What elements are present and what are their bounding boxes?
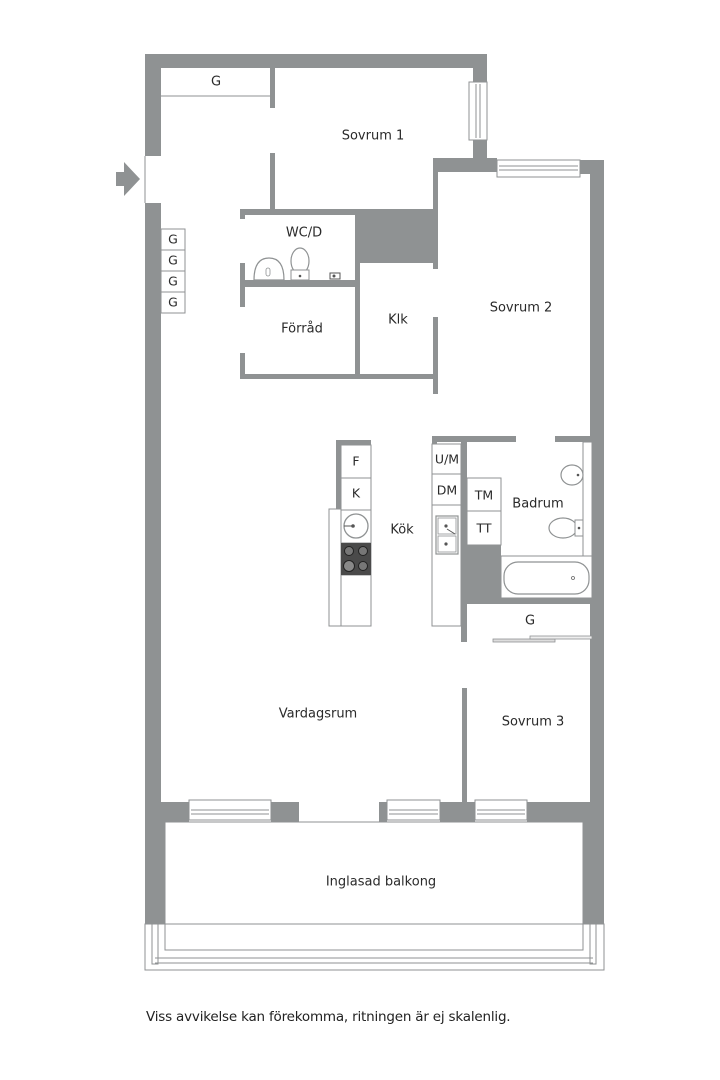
laundry-units <box>466 477 502 546</box>
label-washer-dryer: U/M <box>435 452 459 467</box>
label-freezer: K <box>352 486 361 501</box>
label-vardagsrum: Vardagsrum <box>279 707 357 722</box>
label-kok: Kök <box>390 523 414 538</box>
label-sovrum3-closet: G <box>525 614 535 629</box>
label-balkong: Inglasad balkong <box>326 875 436 890</box>
interior-walls <box>161 68 595 802</box>
windows <box>188 81 581 821</box>
bathtub-icon <box>500 555 593 599</box>
label-fridge: F <box>352 454 359 469</box>
label-washing-machine: TM <box>474 488 493 503</box>
double-sink-icon <box>435 515 459 555</box>
label-closet-3: G <box>168 274 178 289</box>
sovrum3-closet-doors <box>492 635 593 643</box>
arrow-right-icon <box>116 162 140 196</box>
label-closet-2: G <box>168 253 178 268</box>
label-closet-1: G <box>168 232 178 247</box>
label-badrum: Badrum <box>512 497 563 512</box>
balcony <box>144 821 605 971</box>
label-sovrum-3: Sovrum 3 <box>502 715 565 730</box>
label-klk: Klk <box>388 313 408 328</box>
disclaimer-text: Viss avvikelse kan förekomma, ritningen … <box>146 1009 511 1025</box>
label-forrad: Förråd <box>281 322 323 337</box>
label-closet-4: G <box>168 295 178 310</box>
label-dishwasher: DM <box>437 483 457 498</box>
label-wc-d: WC/D <box>286 226 322 241</box>
bathroom-toilet-icon <box>548 517 584 539</box>
bathroom-sink-icon <box>560 464 584 486</box>
label-tumble-dryer: TT <box>475 521 491 536</box>
label-sovrum-1: Sovrum 1 <box>342 129 405 144</box>
stove-icon <box>341 543 371 575</box>
round-sink-icon <box>343 513 369 539</box>
hall-closets <box>160 228 186 314</box>
wc-sink-icon <box>253 257 285 281</box>
label-hall-closet: G <box>211 75 221 90</box>
wc-toilet-icon <box>290 247 310 281</box>
label-sovrum-2: Sovrum 2 <box>490 301 553 316</box>
wc-tap-icon <box>329 272 341 280</box>
outer-walls <box>145 54 604 923</box>
room-labels: G Sovrum 1 WC/D G G G G Förråd Klk Sovru… <box>168 75 564 890</box>
